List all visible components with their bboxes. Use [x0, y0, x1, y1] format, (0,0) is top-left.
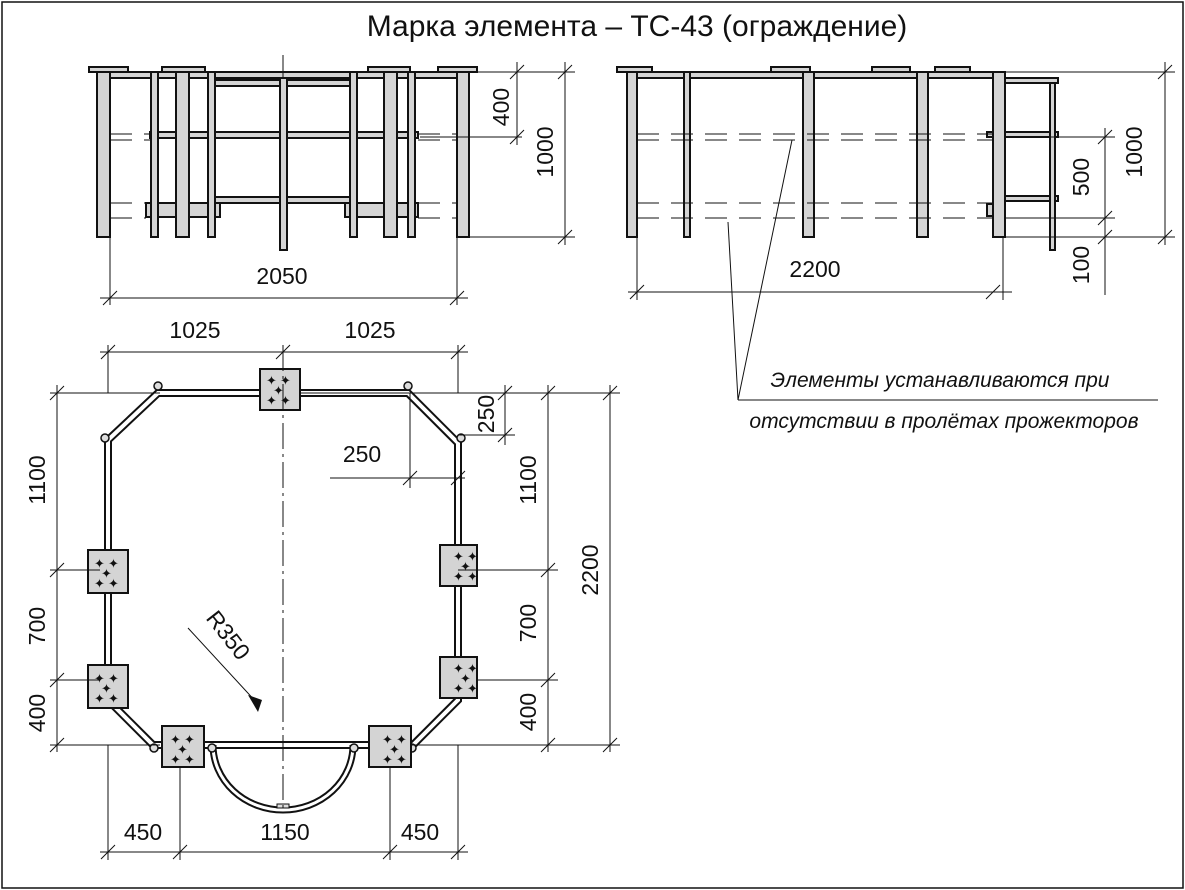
dim-chamfer-horizontal: 250 — [343, 441, 381, 467]
plan-view: 1025 1025 250 250 1100 700 400 2200 1100… — [24, 317, 620, 860]
dim-top-right: 1025 — [344, 317, 395, 343]
dim-400: 400 — [488, 88, 514, 126]
side-elevation: 1000 500 100 2200 — [616, 62, 1175, 300]
dim-bottom-mid: 1150 — [260, 819, 309, 845]
dim-2200: 2200 — [789, 256, 840, 282]
note-line-2: отсутствии в пролётах прожекторов — [749, 410, 1138, 433]
dim-right-1100: 1100 — [515, 455, 541, 504]
dim-2050: 2050 — [256, 263, 307, 289]
dim-bottom-right: 450 — [401, 819, 439, 845]
dim-left-1100: 1100 — [24, 455, 50, 504]
dim-500: 500 — [1068, 158, 1094, 196]
dim-top-left: 1025 — [169, 317, 220, 343]
radius-arrow — [248, 695, 262, 712]
dim-1000: 1000 — [1121, 126, 1147, 177]
dim-right-700: 700 — [515, 604, 541, 642]
dim-right-2200: 2200 — [577, 544, 603, 595]
leader-note: Элементы устанавливаются при отсутствии … — [727, 139, 1158, 433]
note-line-1: Элементы устанавливаются при — [771, 369, 1110, 392]
dim-radius: R350 — [201, 605, 255, 664]
dim-left-700: 700 — [24, 607, 50, 645]
dim-1000: 1000 — [532, 126, 558, 177]
dim-chamfer-vertical: 250 — [473, 395, 499, 433]
dim-right-400: 400 — [515, 693, 541, 731]
front-elevation: 400 1000 2050 — [88, 55, 575, 306]
dim-left-400: 400 — [24, 694, 50, 732]
drawing-title: Марка элемента – ТС-43 (ограждение) — [367, 10, 908, 43]
dim-bottom-left: 450 — [124, 819, 162, 845]
dim-100: 100 — [1068, 246, 1094, 284]
